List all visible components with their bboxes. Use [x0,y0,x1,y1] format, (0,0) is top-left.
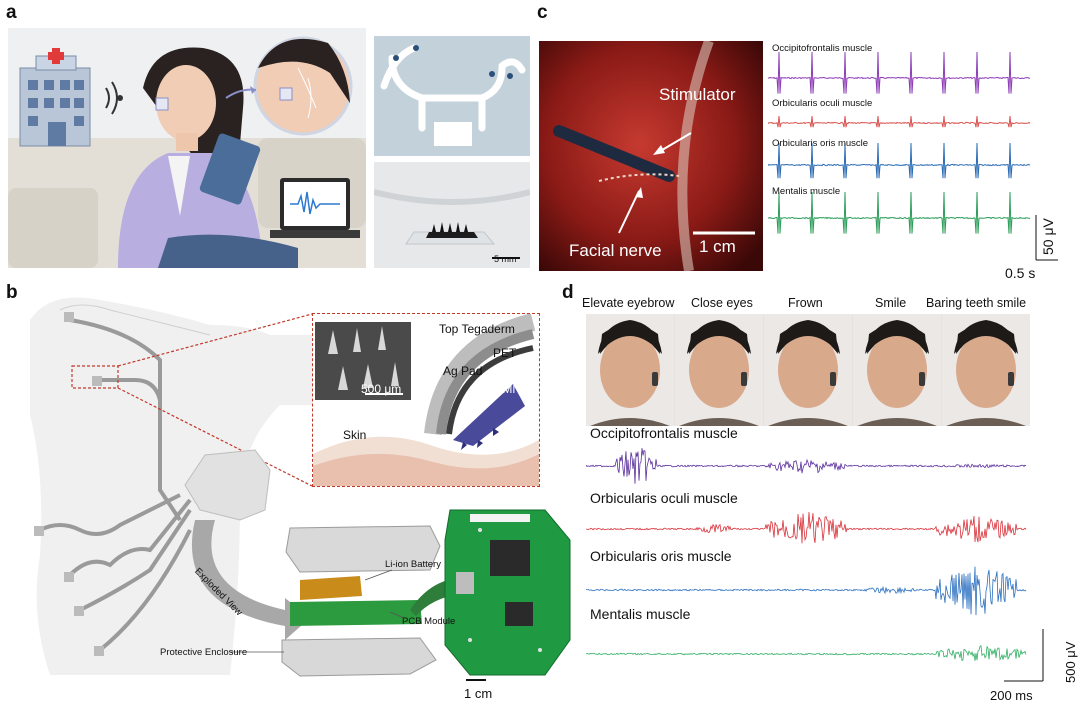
c-trace-label-2: Orbicularis oris muscle [772,138,869,149]
d-trace-label-0: Occipitofrontalis muscle [590,425,738,441]
photo-scale-label: 1 cm [699,237,736,256]
electrode-scale-bar: 5 mm [494,254,517,264]
face-photo-strip [586,314,1030,426]
layer-label-3: P-FMNE [483,382,529,396]
panel-c-label: c [537,2,548,23]
c-trace-3 [768,191,1031,234]
d-scale-time: 200 ms [990,688,1033,703]
pcb-module-label: PCB Module [402,616,456,627]
layer-label-0: Top Tegaderm [439,322,515,336]
facial-nerve-label: Facial nerve [569,241,662,260]
skin-label: Skin [343,428,367,442]
face-photo-2 [764,314,852,426]
face-photo-4 [942,314,1030,426]
d-trace-2 [586,566,1027,616]
face-photo-0 [586,314,674,426]
panel-b-label: b [6,282,18,303]
layer-stack-inset: Top Tegaderm PET Ag Pad P-FMNE Skin 500 … [312,313,540,487]
surgical-photo: Stimulator Facial nerve 1 cm [539,41,763,271]
layer-label-2: Ag Pad [443,364,483,378]
enclosure-label: Protective Enclosure [160,647,248,658]
panel-c-traces [768,51,1058,261]
d-trace-3 [586,645,1027,662]
c-trace-label-0: Occipitofrontalis muscle [772,43,873,54]
face-photo-1 [675,314,763,426]
face-photo-3 [853,314,941,426]
c-trace-0 [768,51,1031,94]
d-trace-label-3: Mentalis muscle [590,606,691,622]
panel-a-label: a [6,2,17,23]
d-trace-label-2: Orbicularis oris muscle [590,548,732,564]
c-trace-label-1: Orbicularis oculi muscle [772,98,873,109]
d-scale-amp: 500 μV [1063,641,1078,683]
d-trace-label-1: Orbicularis oculi muscle [590,490,738,506]
c-trace-label-3: Mentalis muscle [772,186,841,197]
panel-d-traces [586,448,1044,682]
pcb-scale-label: 1 cm [464,686,493,701]
d-trace-0 [586,448,1027,484]
battery-label: Li-ion Battery [385,559,441,570]
layer-label-1: PET [493,346,517,360]
expression-label-2: Frown [788,296,823,310]
electrode-photo [374,36,530,156]
hospital-icon [19,48,91,147]
stimulator-label: Stimulator [659,85,736,104]
c-trace-1 [768,115,1031,128]
c-scale-amp: 50 μV [1040,218,1056,255]
c-trace-2 [768,142,1031,179]
expression-label-0: Elevate eyebrow [582,296,675,310]
expression-label-1: Close eyes [691,296,753,310]
patient-illustration [8,28,366,268]
d-trace-1 [586,511,1027,544]
expression-label-4: Baring teeth smile [926,296,1027,310]
microneedle-photo [374,162,530,268]
c-scale-time: 0.5 s [1005,265,1036,281]
expression-label-3: Smile [875,296,907,310]
panel-d-label: d [562,282,574,303]
sem-scale-label: 500 μm [361,382,402,396]
